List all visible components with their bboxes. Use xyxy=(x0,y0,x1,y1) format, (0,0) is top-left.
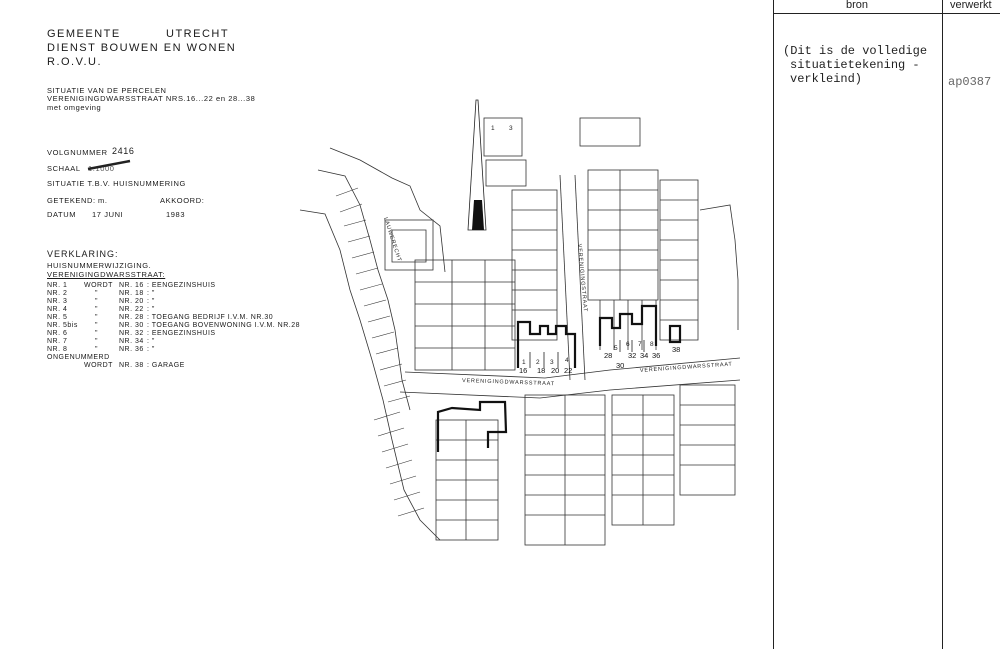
datum-year: 1983 xyxy=(166,210,186,219)
akkoord-label: AKKOORD: xyxy=(160,196,205,205)
house-number: 36 xyxy=(652,351,660,360)
house-number: 16 xyxy=(519,366,527,375)
city-label: UTRECHT xyxy=(166,28,230,40)
column-header-bron: bron xyxy=(846,0,869,11)
street-label-bottom: VERENIGINGDWARSSTRAAT xyxy=(462,378,555,387)
schaal-value: 1:1000 xyxy=(88,164,115,173)
house-number: 30 xyxy=(616,361,624,370)
rovu-label: R.O.V.U. xyxy=(47,56,102,68)
plot-label: 1 xyxy=(491,125,495,132)
house-number: 38 xyxy=(672,345,680,354)
situation-map: 1 2 3 4 5 6 7 8 1 3 16 18 20 22 28 30 32… xyxy=(299,99,741,546)
bron-note-line-1: (Dit is de volledige xyxy=(783,44,928,58)
parcel-label: 3 xyxy=(550,359,554,366)
title-line-1: SITUATIE VAN DE PERCELEN xyxy=(47,86,167,95)
parcel-label: 5 xyxy=(614,345,618,352)
house-number: 34 xyxy=(640,351,648,360)
highlighted-parcels xyxy=(436,304,682,452)
header-divider xyxy=(773,13,1000,14)
verwerkt-code: ap0387 xyxy=(948,75,992,89)
situatie-label: SITUATIE T.B.V. HUISNUMMERING xyxy=(47,179,186,188)
legend-title: VERKLARING: xyxy=(47,249,119,259)
house-number: 22 xyxy=(564,366,572,375)
parcel-label: 4 xyxy=(565,357,569,364)
parcel-label: 7 xyxy=(638,341,642,348)
parcel-label: 1 xyxy=(522,359,526,366)
column-header-verwerkt: verwerkt xyxy=(950,0,992,11)
church-spire-icon xyxy=(467,99,487,231)
department-label: DIENST BOUWEN EN WONEN xyxy=(47,42,237,54)
house-number: 28 xyxy=(604,351,612,360)
parcel-label: 2 xyxy=(536,359,540,366)
column-divider xyxy=(773,0,774,649)
datum-day-month: 17 JUNI xyxy=(92,210,124,219)
parcel-label: 6 xyxy=(626,341,630,348)
plot-label: 3 xyxy=(509,125,513,132)
datum-label: DATUM xyxy=(47,210,77,219)
schaal-strike-icon xyxy=(87,159,131,171)
bron-note-line-3: verkleind) xyxy=(790,72,863,86)
schaal-label: SCHAAL xyxy=(47,164,81,173)
getekend-value: m. xyxy=(98,196,108,205)
title-line-2: VERENIGINGDWARSSTRAAT NRS.16...22 en 28.… xyxy=(47,94,256,103)
getekend-label: GETEKEND: xyxy=(47,196,96,205)
parcel-label: 8 xyxy=(650,341,654,348)
column-divider xyxy=(942,0,943,649)
bron-note-line-2: situatietekening - xyxy=(790,58,920,72)
street-label-right: VERENIGINGDWARSSTRAAT xyxy=(640,362,733,374)
legend-subtitle-2: VERENIGINGDWARSSTRAAT: xyxy=(47,270,166,279)
municipality-label: GEMEENTE xyxy=(47,28,121,40)
street-label-vertical: VERENIGINGSTRAAT xyxy=(576,244,588,313)
title-line-3: met omgeving xyxy=(47,103,102,112)
house-number: 20 xyxy=(551,366,559,375)
volgnummer-label: VOLGNUMMER xyxy=(47,148,108,157)
house-number: 32 xyxy=(628,351,636,360)
legend-subtitle-1: HUISNUMMERWIJZIGING. xyxy=(47,261,152,270)
volgnummer-value: 2416 xyxy=(112,146,135,156)
house-number: 18 xyxy=(537,366,545,375)
